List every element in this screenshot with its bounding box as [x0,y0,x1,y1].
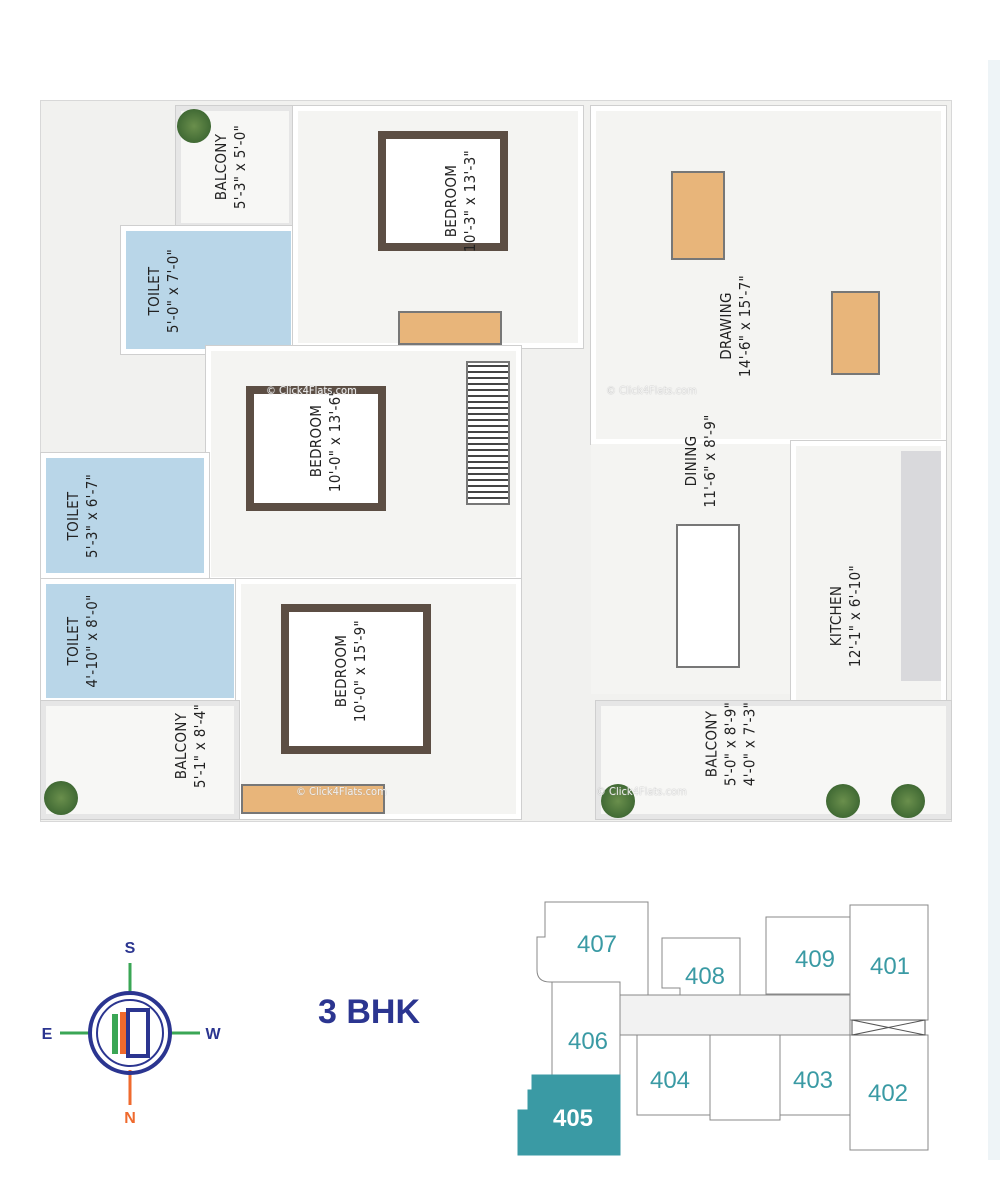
room-bedroom-1 [293,106,583,348]
room-dims: 10'-3" x 13'-3" [461,149,479,253]
room-kitchen [791,441,946,723]
plant-icon [44,781,78,815]
plant-icon [826,784,860,818]
room-drawing [591,106,946,444]
unit-type-label: 3 BHK [318,993,421,1031]
room-dims: 5'-0" x 8'-9" [721,701,740,787]
watermark: © Click4Flats.com [606,384,697,397]
compass-icon: S N E W [42,940,222,1127]
page-edge-strip [988,60,1000,1160]
room-dims: 5'-1" x 8'-4" [191,703,209,789]
compass-rose: S N E W [35,935,235,1130]
room-toilet-2 [41,453,209,578]
room-name: BALCONY [212,133,230,201]
compass-s: S [125,940,136,957]
room-dims: 5'-3" x 5'-0" [231,124,249,210]
room-dims: 12'-1" x 6'-10" [846,564,864,668]
room-name: BALCONY [172,712,190,780]
room-bedroom-3 [236,579,521,819]
coffee-table-icon [671,171,725,260]
room-dining [591,444,796,694]
unit-402[interactable]: 402 [868,1080,908,1107]
room-name: KITCHEN [827,585,845,647]
wardrobe-icon [466,361,510,505]
room-dims: 11'-6" x 8'-9" [701,414,719,508]
room-balcony-bottom-right [596,701,951,819]
compass-w: W [205,1026,221,1043]
room-dims: 14'-6" x 15'-7" [736,274,754,378]
room-name: TOILET [64,616,82,666]
unit-406[interactable]: 406 [568,1028,608,1055]
room-name: TOILET [64,491,82,541]
coffee-table-icon [831,291,880,375]
plant-icon [177,109,211,143]
compass-n: N [124,1110,136,1127]
wardrobe-icon [241,784,385,814]
bed-icon [281,604,431,754]
plant-icon [601,784,635,818]
room-dims: 10'-0" x 15'-9" [351,619,369,723]
room-name: TOILET [145,266,163,316]
key-plan: 407 408 409 401 406 404 403 402 405 [510,890,940,1170]
plant-icon [891,784,925,818]
room-name: BEDROOM [332,634,350,708]
room-name: BALCONY [702,710,721,778]
unit-outline-401 [849,904,929,1021]
room-dims-secondary: 4'-0" x 7'-3" [740,701,759,787]
wardrobe-icon [398,311,502,345]
bed-icon [246,386,386,511]
unit-outline-405-highlighted [517,1074,621,1156]
corridor [619,994,851,1036]
room-name: BEDROOM [307,404,325,478]
room-dims: 4'-10" x 8'-0" [83,594,101,688]
bed-icon [378,131,508,251]
room-name: DINING [682,435,700,487]
room-toilet-3 [41,579,239,703]
lift-icon [851,1019,926,1036]
room-dims: 5'-0" x 7'-0" [164,248,182,334]
room-bedroom-2 [206,346,521,582]
unit-401[interactable]: 401 [870,953,910,980]
room-balcony-bottom-left [41,701,239,819]
unit-407[interactable]: 407 [577,931,617,958]
unit-405-selected[interactable]: 405 [553,1105,593,1132]
unit-403[interactable]: 403 [793,1067,833,1094]
unit-409[interactable]: 409 [795,946,835,973]
room-dims: 10'-0" x 13'-6" [326,389,344,493]
unit-404[interactable]: 404 [650,1067,690,1094]
unit-outline-core [709,1034,781,1121]
dining-table-icon [676,524,740,668]
room-dims: 5'-3" x 6'-7" [83,473,101,559]
watermark: © Click4Flats.com [266,384,357,397]
room-name: BEDROOM [442,164,460,238]
kitchen-counter [901,451,941,681]
unit-408[interactable]: 408 [685,963,725,990]
compass-e: E [42,1026,53,1043]
watermark: © Click4Flats.com [296,785,387,798]
room-balcony-top [176,106,294,228]
watermark: © Click4Flats.com [596,785,687,798]
room-name: DRAWING [717,292,735,360]
